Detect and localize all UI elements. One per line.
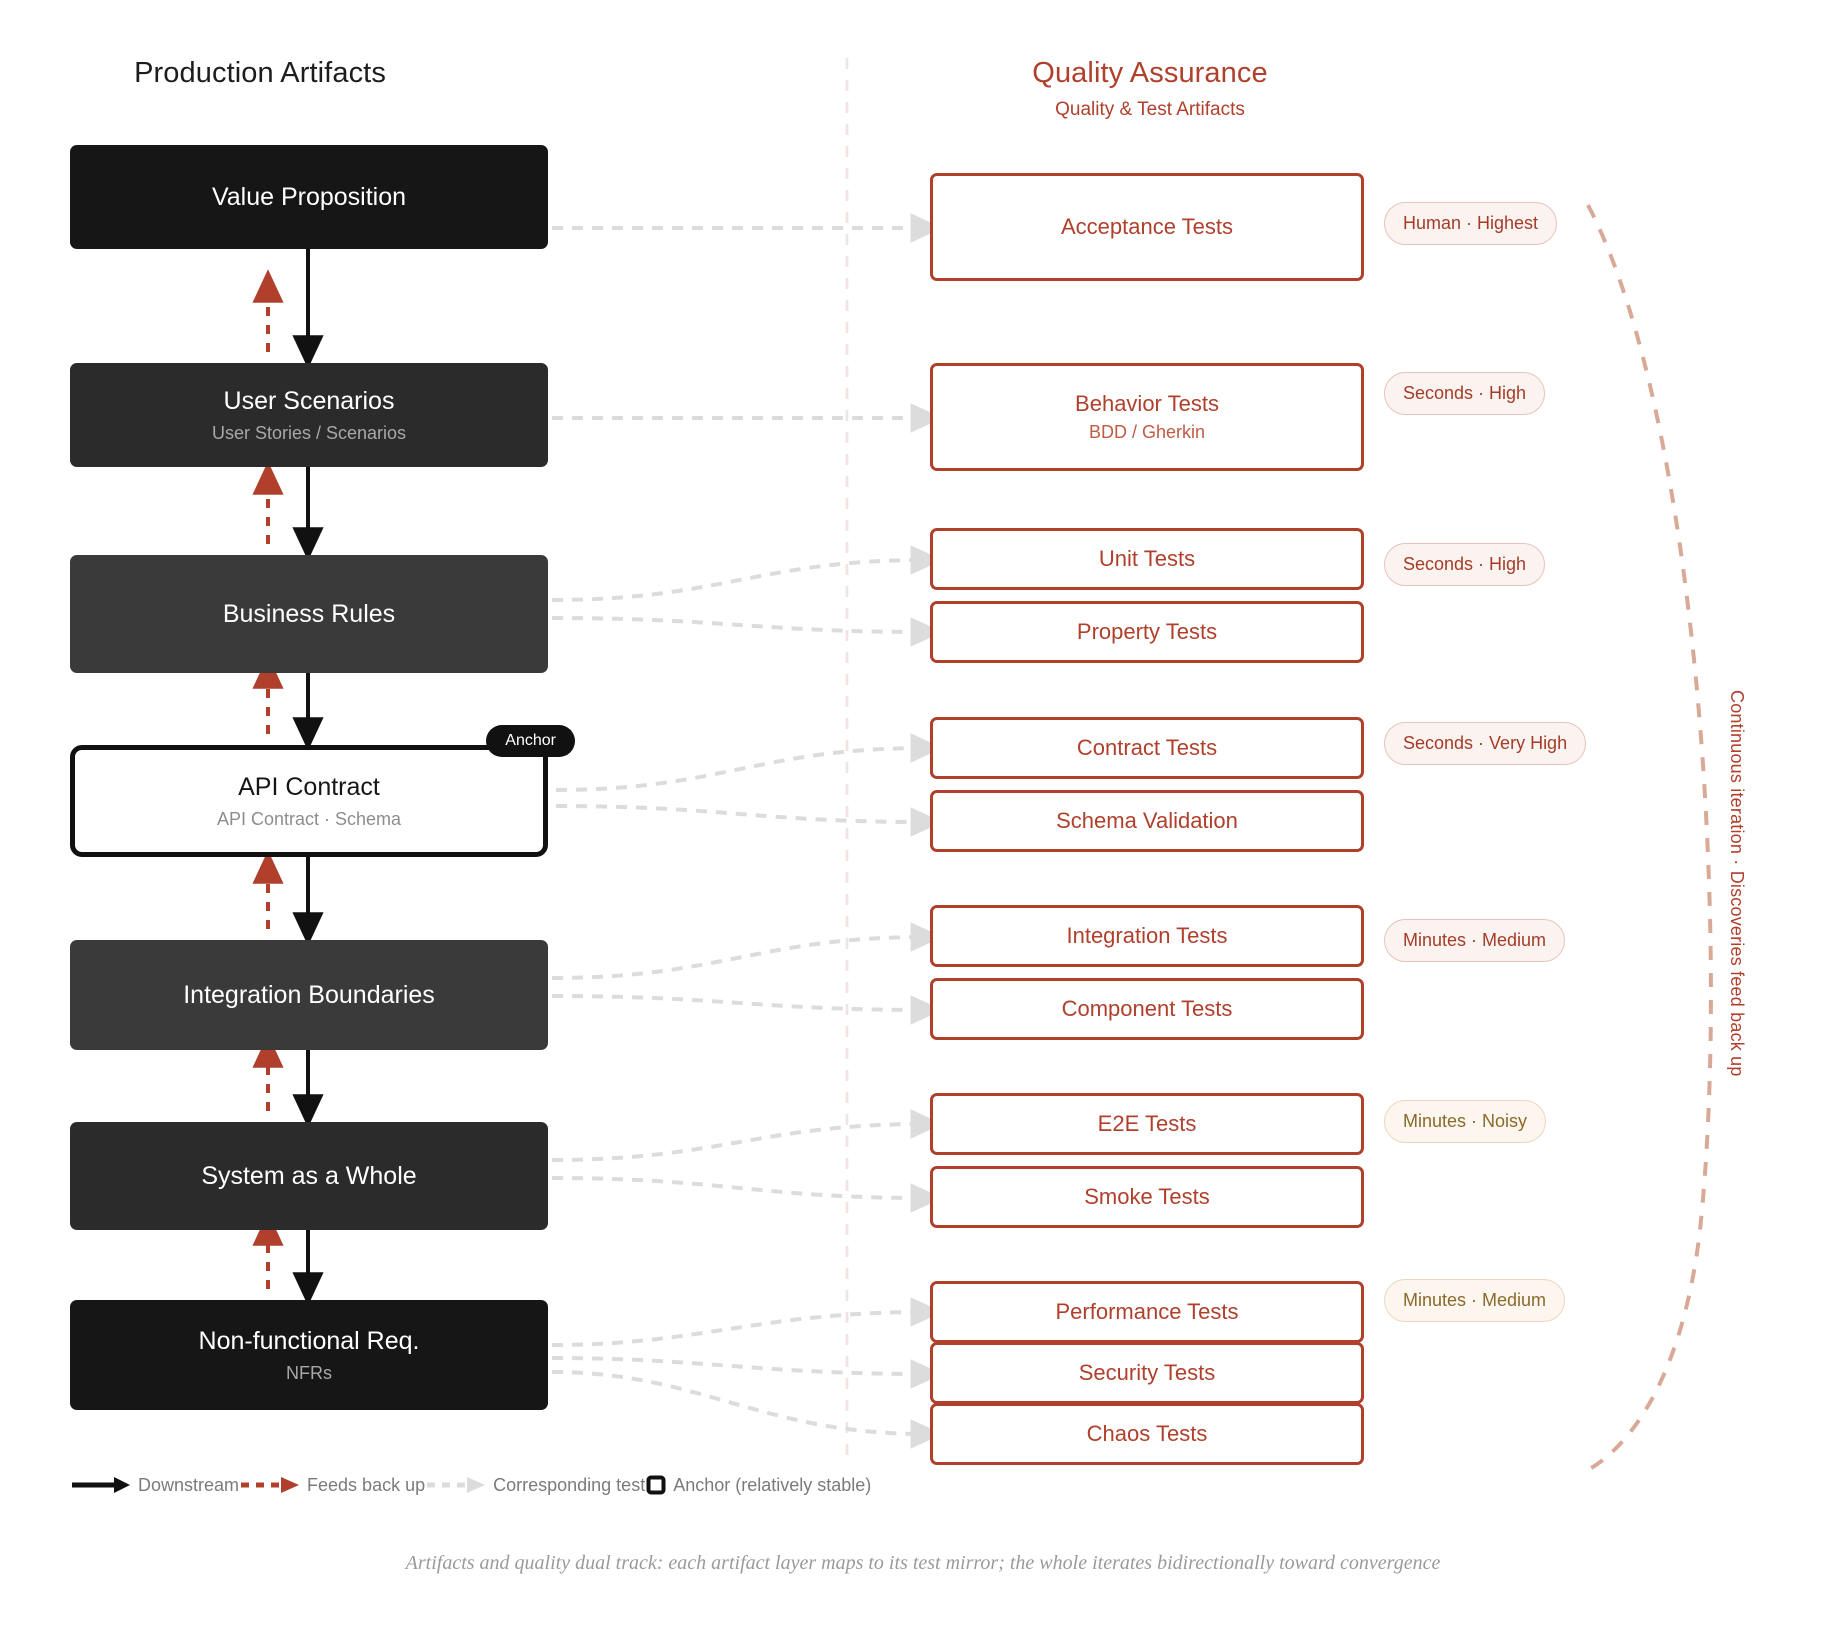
artifact-box[interactable]: Integration Boundaries xyxy=(70,940,548,1050)
column-title-quality: Quality Assurance xyxy=(1032,57,1268,89)
test-box[interactable]: Acceptance Tests xyxy=(930,173,1364,281)
artifact-subtitle: User Stories / Scenarios xyxy=(211,422,407,443)
artifact-box[interactable]: Non-functional Req. NFRs xyxy=(70,1300,548,1410)
test-title: Schema Validation xyxy=(1056,807,1238,833)
column-title-production: Production Artifacts xyxy=(134,57,386,89)
test-title: Component Tests xyxy=(1061,995,1233,1021)
cost-badge: Seconds · High xyxy=(1384,543,1546,586)
solid-arrow-icon xyxy=(72,1477,130,1493)
test-title: Property Tests xyxy=(1076,618,1218,644)
artifact-subtitle: NFRs xyxy=(286,1362,332,1383)
artifact-title: System as a Whole xyxy=(201,1162,417,1190)
legend-label-feedback: Feeds back up xyxy=(307,1474,426,1495)
cost-badge: Minutes · Medium xyxy=(1384,919,1566,962)
legend: Downstream Feeds back up Corresponding t… xyxy=(70,1468,871,1502)
test-title: Performance Tests xyxy=(1055,1298,1239,1324)
artifact-title: Integration Boundaries xyxy=(183,981,435,1009)
test-title: Behavior Tests xyxy=(1075,390,1219,416)
iteration-arc xyxy=(1586,204,1713,1472)
test-box[interactable]: Chaos Tests xyxy=(930,1403,1364,1465)
dashed-arrow-red-icon xyxy=(241,1477,300,1493)
dashed-arrow-grey-icon xyxy=(427,1477,486,1493)
test-title: Security Tests xyxy=(1078,1359,1216,1385)
artifact-subtitle: API Contract · Schema xyxy=(216,808,402,829)
iteration-label: Continuous iteration · Discoveries feed … xyxy=(1727,690,1747,1077)
column-subtitle-quality: Quality & Test Artifacts xyxy=(1055,99,1245,121)
legend-label-anchor: Anchor (relatively stable) xyxy=(673,1474,872,1495)
legend-label-corresponding: Corresponding test xyxy=(493,1474,646,1495)
test-title: E2E Tests xyxy=(1097,1110,1197,1136)
column-heading-right: Quality Assurance Quality & Test Artifac… xyxy=(940,57,1360,121)
artifact-title: Non-functional Req. xyxy=(198,1326,420,1355)
test-title: Integration Tests xyxy=(1066,922,1228,948)
test-box[interactable]: Schema Validation xyxy=(930,790,1364,852)
test-box[interactable]: Property Tests xyxy=(930,601,1364,663)
test-box[interactable]: Smoke Tests xyxy=(930,1166,1364,1228)
figure-caption: Artifacts and quality dual track: each a… xyxy=(405,1552,1441,1574)
legend-label-downstream: Downstream xyxy=(138,1474,240,1495)
artifact-title: Business Rules xyxy=(222,600,396,628)
test-box[interactable]: Security Tests xyxy=(930,1342,1364,1404)
column-heading-left: Production Artifacts xyxy=(60,57,460,90)
test-box[interactable]: Performance Tests xyxy=(930,1281,1364,1343)
legend-item-corresponding: Corresponding test xyxy=(425,1475,645,1496)
anchor-square-icon xyxy=(646,1475,666,1495)
test-box[interactable]: Contract Tests xyxy=(930,717,1364,779)
test-title: Chaos Tests xyxy=(1086,1420,1208,1446)
test-title: Contract Tests xyxy=(1076,734,1218,760)
test-box[interactable]: Integration Tests xyxy=(930,905,1364,967)
test-box[interactable]: E2E Tests xyxy=(930,1093,1364,1155)
cost-badge: Minutes · Noisy xyxy=(1384,1100,1547,1143)
legend-item-downstream: Downstream xyxy=(70,1475,239,1496)
legend-item-feedback: Feeds back up xyxy=(239,1475,425,1496)
artifact-box[interactable]: System as a Whole xyxy=(70,1122,548,1230)
test-box[interactable]: Unit Tests xyxy=(930,528,1364,590)
cost-badge: Seconds · Very High xyxy=(1384,722,1587,765)
anchor-chip: Anchor xyxy=(486,725,575,757)
artifact-title: Value Proposition xyxy=(211,183,407,211)
test-subtitle: BDD / Gherkin xyxy=(1088,421,1206,442)
cost-badge: Minutes · Medium xyxy=(1384,1279,1566,1322)
test-title: Unit Tests xyxy=(1098,545,1196,571)
test-title: Smoke Tests xyxy=(1084,1183,1210,1209)
test-box[interactable]: Component Tests xyxy=(930,978,1364,1040)
test-title: Acceptance Tests xyxy=(1060,213,1234,239)
artifact-box[interactable]: Value Proposition xyxy=(70,145,548,249)
artifact-box[interactable]: Business Rules xyxy=(70,555,548,673)
artifact-title: User Scenarios xyxy=(223,386,395,415)
cost-badge: Seconds · High xyxy=(1384,372,1546,415)
mapping-connectors xyxy=(551,213,943,1449)
artifact-title: API Contract xyxy=(238,772,380,801)
legend-item-anchor: Anchor (relatively stable) xyxy=(645,1474,871,1496)
cost-badge: Human · Highest xyxy=(1384,202,1558,245)
